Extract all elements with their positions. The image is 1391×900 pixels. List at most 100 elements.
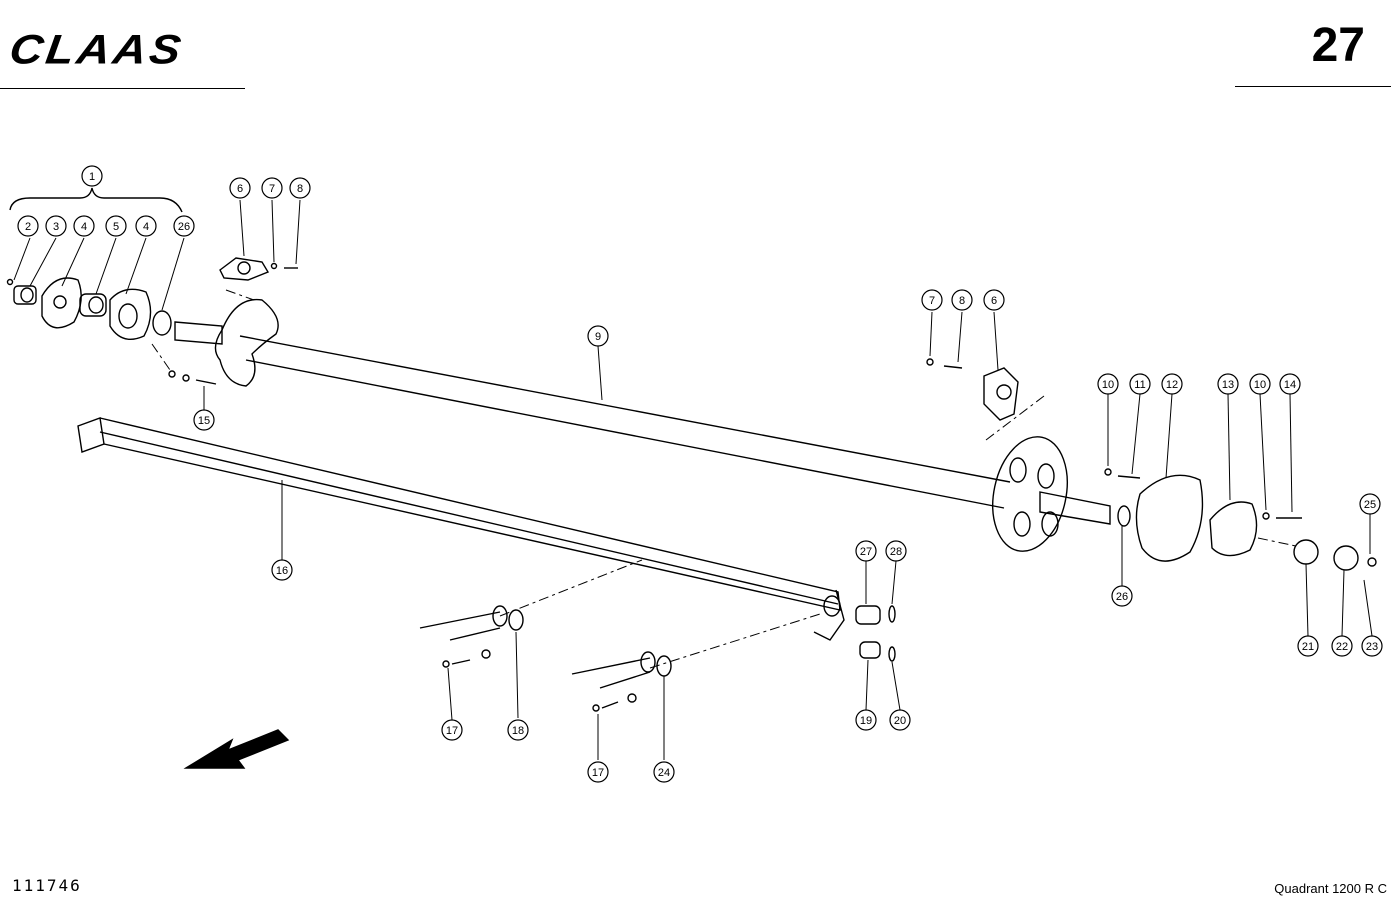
assembly-lines [151, 289, 1297, 669]
callout-7: 7 [261, 177, 283, 199]
left-hub [174, 257, 298, 387]
callout-20: 20 [889, 709, 911, 731]
callout-23: 23 [1361, 635, 1383, 657]
callout-19: 19 [855, 709, 877, 731]
callout-label: 22 [1336, 641, 1348, 653]
callout-circle [855, 709, 877, 731]
callout-label: 24 [658, 767, 670, 779]
callout-circle [587, 761, 609, 783]
drawing-number: 111746 [12, 876, 82, 895]
callout-label: 14 [1284, 379, 1296, 391]
callout-label: 9 [595, 331, 601, 343]
callout-24: 24 [653, 761, 675, 783]
callout-circle [73, 215, 95, 237]
callout-label: 5 [113, 221, 119, 233]
callout-label: 13 [1222, 379, 1234, 391]
callout-8: 8 [289, 177, 311, 199]
direction-arrow [183, 729, 290, 769]
callout-label: 20 [894, 715, 906, 727]
callout-circle [921, 289, 943, 311]
callout-circle [1361, 635, 1383, 657]
callout-label: 27 [860, 546, 872, 558]
spring-parts [168, 370, 896, 712]
tine-bar [77, 417, 845, 641]
callout-label: 25 [1364, 499, 1376, 511]
callout-1: 1 [81, 165, 103, 187]
callout-circle [441, 719, 463, 741]
callout-25: 25 [1359, 493, 1381, 515]
callout-label: 2 [25, 221, 31, 233]
callout-label: 3 [53, 221, 59, 233]
callout-circle [1249, 373, 1271, 395]
callout-label: 10 [1254, 379, 1266, 391]
callout-21: 21 [1297, 635, 1319, 657]
callout-7: 7 [921, 289, 943, 311]
callout-17: 17 [441, 719, 463, 741]
callout-circle [229, 177, 251, 199]
callout-circle [1111, 585, 1133, 607]
callout-22: 22 [1331, 635, 1353, 657]
callout-label: 7 [269, 183, 275, 195]
callout-27: 27 [855, 540, 877, 562]
callout-label: 6 [991, 295, 997, 307]
callout-circle [1359, 493, 1381, 515]
callout-28: 28 [885, 540, 907, 562]
callout-circle [1279, 373, 1301, 395]
callout-label: 7 [929, 295, 935, 307]
callout-12: 12 [1161, 373, 1183, 395]
callout-circle [193, 409, 215, 431]
callout-3: 3 [45, 215, 67, 237]
callout-circle [507, 719, 529, 741]
callout-circle [1161, 373, 1183, 395]
left-end-parts [6, 277, 172, 340]
callout-label: 4 [143, 221, 149, 233]
callout-circle [105, 215, 127, 237]
callout-2: 2 [17, 215, 39, 237]
callout-label: 18 [512, 725, 524, 737]
callout-4: 4 [73, 215, 95, 237]
callout-label: 28 [890, 546, 902, 558]
callout-label: 1 [89, 171, 95, 183]
callout-15: 15 [193, 409, 215, 431]
callout-10: 10 [1097, 373, 1119, 395]
callout-6: 6 [983, 289, 1005, 311]
callout-circle [889, 709, 911, 731]
callout-18: 18 [507, 719, 529, 741]
callout-6: 6 [229, 177, 251, 199]
model-label: Quadrant 1200 R C [1274, 881, 1387, 896]
callout-circle [271, 559, 293, 581]
header-rule-right [1235, 86, 1391, 87]
callout-label: 6 [237, 183, 243, 195]
callout-circle [1297, 635, 1319, 657]
callout-label: 8 [959, 295, 965, 307]
callout-label: 17 [592, 767, 604, 779]
leader-lines [13, 199, 1373, 760]
callout-circle [951, 289, 973, 311]
main-shaft [239, 335, 1011, 509]
callout-26: 26 [1111, 585, 1133, 607]
group-brace [9, 187, 183, 213]
callout-label: 10 [1102, 379, 1114, 391]
callout-circle [135, 215, 157, 237]
callout-circle [173, 215, 195, 237]
callout-circle [983, 289, 1005, 311]
callout-8: 8 [951, 289, 973, 311]
callout-14: 14 [1279, 373, 1301, 395]
callout-4: 4 [135, 215, 157, 237]
callout-label: 26 [1116, 591, 1128, 603]
callout-circle [45, 215, 67, 237]
callout-17: 17 [587, 761, 609, 783]
callout-label: 15 [198, 415, 210, 427]
callout-circle [885, 540, 907, 562]
callout-circle [261, 177, 283, 199]
callout-26: 26 [173, 215, 195, 237]
callout-circle [587, 325, 609, 347]
callout-11: 11 [1129, 373, 1151, 395]
callout-circle [81, 165, 103, 187]
callout-circle [653, 761, 675, 783]
callout-circle [855, 540, 877, 562]
callout-label: 4 [81, 221, 87, 233]
